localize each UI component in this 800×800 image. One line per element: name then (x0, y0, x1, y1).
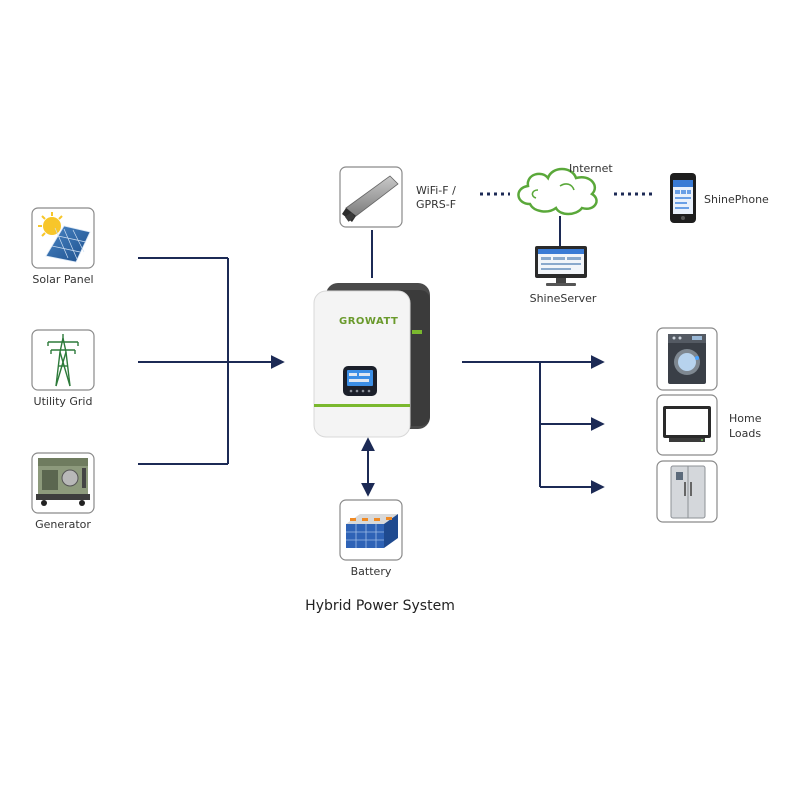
utility-grid-node (31, 329, 95, 391)
battery-node (339, 499, 403, 561)
smartphone-icon (670, 173, 696, 223)
washing-machine-node (656, 327, 718, 391)
power-pylon-icon (47, 334, 79, 387)
washing-machine-icon (668, 334, 706, 384)
generator-label: Generator (35, 518, 91, 531)
solar-panel-icon (38, 212, 91, 263)
television-node (656, 394, 718, 456)
battery-bank-icon (346, 514, 398, 548)
input-connectors (138, 257, 285, 465)
utility-grid-label: Utility Grid (33, 395, 93, 408)
wifi-label-line2: GPRS-F (416, 198, 457, 211)
inverter-icon (313, 283, 430, 438)
refrigerator-node (656, 460, 718, 523)
generator-icon (36, 458, 90, 506)
cloud-icon (517, 167, 598, 216)
internet-label: Internet (569, 162, 613, 175)
battery-label: Battery (350, 565, 392, 578)
generator-node (31, 452, 95, 514)
wifi-module-node (339, 166, 403, 228)
monitor-icon (535, 246, 587, 286)
wifi-dongle-icon (342, 175, 399, 222)
solar-panel-label: Solar Panel (32, 273, 94, 286)
home-loads-label-line1: Home (729, 412, 762, 425)
refrigerator-icon (670, 465, 706, 519)
home-loads-label-line2: Loads (729, 427, 762, 440)
output-connectors (462, 355, 605, 494)
diagram-title: Hybrid Power System (305, 598, 455, 614)
brand-logo-text: GROWATT (339, 316, 399, 327)
shine-server-label: ShineServer (529, 292, 597, 305)
solar-panel-node (31, 207, 95, 269)
shine-phone-label: ShinePhone (704, 193, 769, 206)
wifi-label-line1: WiFi-F / (416, 184, 456, 197)
television-icon (663, 406, 711, 442)
